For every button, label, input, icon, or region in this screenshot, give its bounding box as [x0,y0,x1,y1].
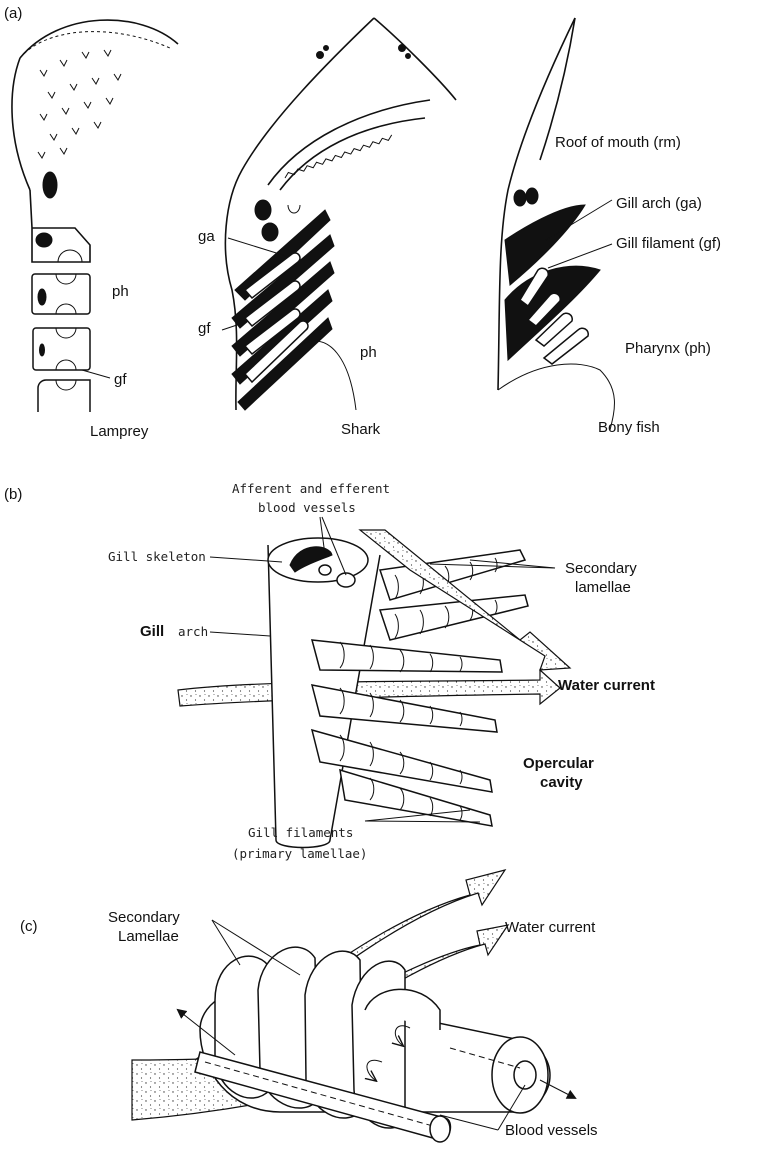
bony-fish-label-gill-filament: Gill filament (gf) [616,235,721,252]
panel-a: (a) [4,5,721,440]
lamprey-caption: Lamprey [90,423,149,440]
bony-fish-caption: Bony fish [598,419,660,436]
panel-b: (b) [4,481,655,861]
label-secondary-lamellae-c-1: Secondary [108,909,180,926]
panel-b-tag: (b) [4,486,22,503]
shark-label-ga: ga [198,228,215,245]
lamprey-drawing: ph gf Lamprey [12,20,178,440]
shark-gill-arches [232,210,334,410]
label-blood-vessels: Blood vessels [505,1122,598,1139]
lamprey-label-gf: gf [114,371,127,388]
lamprey-gill-pouch-1 [32,274,90,314]
panel-a-tag: (a) [4,5,22,22]
label-opercular-1: Opercular [523,755,594,772]
label-gill-arch-word-2: arch [178,624,208,639]
label-gill-arch-word-1: Gill [140,623,164,640]
lamprey-gill-pouch-2 [33,328,90,370]
lamprey-label-ph: ph [112,283,129,300]
shark-drawing: ga gf ph Shark [198,18,456,438]
shark-label-gf: gf [198,320,211,337]
shark-label-ph: ph [360,344,377,361]
label-gill-filaments-2: (primary lamellae) [232,846,367,861]
label-vessels-line1: Afferent and efferent [232,481,390,496]
label-water-current-c: Water current [505,919,596,936]
label-gill-filaments-1: Gill filaments [248,825,353,840]
label-opercular-2: cavity [540,774,583,791]
lamprey-gill-pouch-3 [38,380,90,412]
bony-fish-label-gill-arch: Gill arch (ga) [616,195,702,212]
label-secondary-lamellae-b-2: lamellae [575,579,631,596]
label-vessels-line2: blood vessels [258,500,356,515]
label-water-current-b: Water current [558,677,655,694]
panel-c: (c) [20,870,598,1142]
bony-fish-drawing: Roof of mouth (rm) Gill arch (ga) Gill f… [498,18,721,436]
label-secondary-lamellae-c-2: Lamellae [118,928,179,945]
bony-fish-label-roof: Roof of mouth (rm) [555,134,681,151]
panel-c-tag: (c) [20,918,38,935]
label-secondary-lamellae-b-1: Secondary [565,560,637,577]
label-gill-skeleton: Gill skeleton [108,549,206,564]
bony-fish-label-pharynx: Pharynx (ph) [625,340,711,357]
shark-caption: Shark [341,421,381,438]
